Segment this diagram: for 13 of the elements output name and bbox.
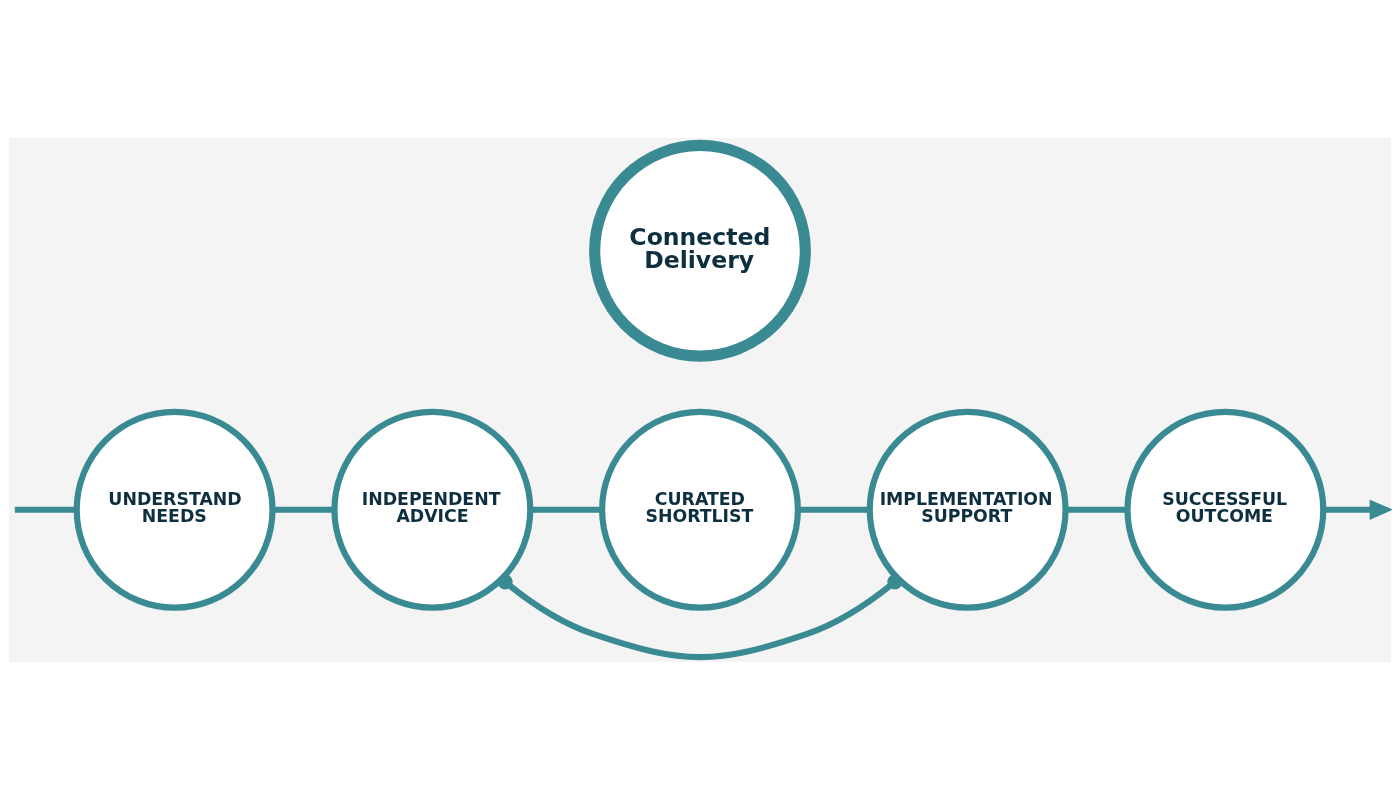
node-circle: CURATED SHORTLIST bbox=[599, 408, 801, 611]
connector bbox=[14, 506, 77, 513]
connector bbox=[272, 506, 335, 513]
node-circle: UNDERSTAND NEEDS bbox=[73, 408, 276, 611]
node-circle: INDEPENDENT ADVICE bbox=[331, 408, 534, 611]
connector bbox=[1065, 506, 1128, 513]
node-circle: SUCCESSFUL OUTCOME bbox=[1124, 408, 1327, 611]
connector bbox=[798, 506, 870, 513]
node-circle: IMPLEMENTATION SUPPORT bbox=[866, 408, 1069, 611]
node-circle: Connected Delivery bbox=[589, 139, 811, 362]
arrow bbox=[1323, 499, 1392, 520]
connector bbox=[497, 574, 903, 661]
connector bbox=[530, 506, 602, 513]
